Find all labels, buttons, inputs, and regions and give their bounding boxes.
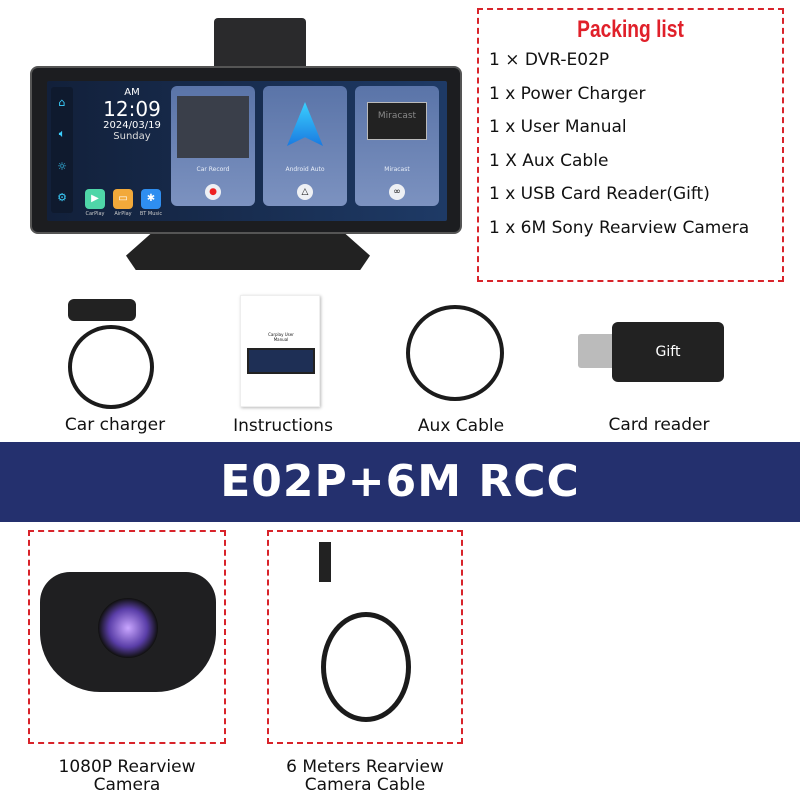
caption-instructions: Instructions	[233, 416, 333, 436]
cable-coil	[68, 325, 154, 409]
card-miracast: Miracast Miracast ∞	[355, 86, 439, 206]
camera-mount	[214, 18, 306, 68]
charger-plug	[68, 299, 136, 321]
rear-camera-box	[28, 530, 226, 744]
card-car-record: Car Record ●	[171, 86, 255, 206]
settings-icon: ⚙	[57, 190, 67, 204]
android-auto-icon	[287, 102, 323, 146]
model-banner: E02P+6M RCC	[0, 442, 800, 522]
brightness-icon: ☼	[57, 159, 67, 173]
packing-item: 1 x 6M Sony Rearview Camera	[489, 217, 750, 238]
clock-ampm: AM	[124, 87, 140, 98]
clock-time: 12:09	[103, 97, 161, 121]
app-label: BT Music	[139, 211, 163, 217]
clock-day: Sunday	[113, 131, 151, 142]
home-icon: ⌂	[58, 96, 66, 110]
clock-date: 2024/03/19	[103, 120, 161, 131]
card-label: Android Auto	[285, 166, 325, 173]
caption-camera-cable: 6 Meters Rearview Camera Cable	[286, 757, 444, 795]
device-screen: ⌂ 🔈︎ ☼ ⚙ AM 12:09 2024/03/19 Sunday ▶ ▭ …	[47, 81, 447, 221]
volume-icon: 🔈︎	[58, 127, 66, 141]
app-label: AirPlay	[114, 211, 132, 217]
record-icon: ●	[205, 184, 221, 200]
caption-car-charger: Car charger	[64, 415, 166, 435]
camera-shutter-icon	[177, 96, 249, 158]
link-icon: ∞	[389, 184, 405, 200]
airplay-icon: ▭	[113, 189, 133, 209]
usb-plug	[578, 334, 618, 368]
packing-list-title: Packing list	[577, 16, 684, 43]
packing-item: 1 x Power Charger	[489, 83, 646, 104]
card-label: Car Record	[196, 166, 230, 173]
card-android-auto: Android Auto △	[263, 86, 347, 206]
miracast-logo: Miracast	[367, 102, 427, 140]
cable-connector	[319, 542, 331, 582]
caption-rear-camera: 1080P Rearview Camera	[58, 757, 196, 795]
clock-widget: AM 12:09 2024/03/19 Sunday	[87, 87, 177, 142]
card-reader-image: Gift	[578, 320, 728, 384]
manual-device-picture	[247, 348, 315, 374]
bluetooth-icon: ✱	[141, 189, 161, 209]
packing-item: 1 X Aux Cable	[489, 150, 609, 171]
manual-image: Carplay User Manual	[240, 295, 320, 407]
cable-coil	[406, 305, 504, 401]
camera-cable-box	[267, 530, 463, 744]
packing-item: 1 x USB Card Reader(Gift)	[489, 184, 710, 204]
packing-list: Packing list 1 × DVR-E02P 1 x Power Char…	[477, 8, 784, 282]
android-auto-small-icon: △	[297, 184, 313, 200]
car-charger-image	[60, 295, 160, 410]
aux-cable-image	[400, 295, 510, 407]
carplay-icon: ▶	[85, 189, 105, 209]
app-label: CarPlay	[85, 211, 105, 217]
manual-title: Carplay User Manual	[268, 332, 294, 342]
packing-item: 1 × DVR-E02P	[489, 50, 610, 70]
card-label: Miracast	[384, 166, 410, 173]
caption-aux-cable: Aux Cable	[417, 416, 505, 436]
camera-cable-image	[321, 612, 411, 722]
packing-item: 1 x User Manual	[489, 117, 627, 137]
camera-lens	[98, 598, 158, 658]
caption-card-reader: Card reader	[608, 415, 710, 435]
card-reader-label: Gift	[612, 322, 724, 382]
dvr-device-image: ⌂ 🔈︎ ☼ ⚙ AM 12:09 2024/03/19 Sunday ▶ ▭ …	[30, 18, 462, 270]
rear-camera-image	[40, 572, 216, 692]
screen-sidebar: ⌂ 🔈︎ ☼ ⚙	[51, 87, 73, 213]
device-bezel: ⌂ 🔈︎ ☼ ⚙ AM 12:09 2024/03/19 Sunday ▶ ▭ …	[30, 66, 462, 234]
device-base	[126, 234, 370, 270]
